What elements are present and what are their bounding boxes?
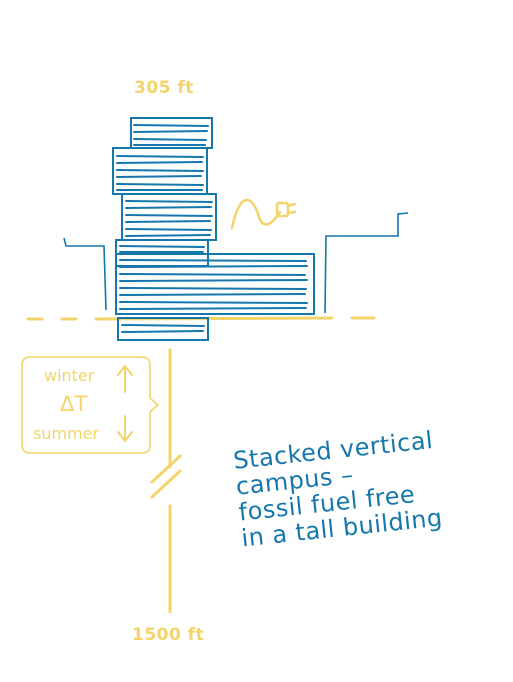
summer-label: summer [33,424,100,443]
arrow-down-icon [117,415,133,443]
height-label: 305 ft [134,78,194,98]
tower-floors [116,124,308,333]
plug-icon [230,198,297,230]
delta-t-label: ΔT [60,392,88,416]
delta-t-callout [21,356,160,454]
depth-label: 1500 ft [132,625,205,645]
arrow-up-icon [117,364,133,393]
context-buildings [63,212,409,314]
winter-label: winter [44,366,95,385]
geothermal-pipe [150,348,182,614]
